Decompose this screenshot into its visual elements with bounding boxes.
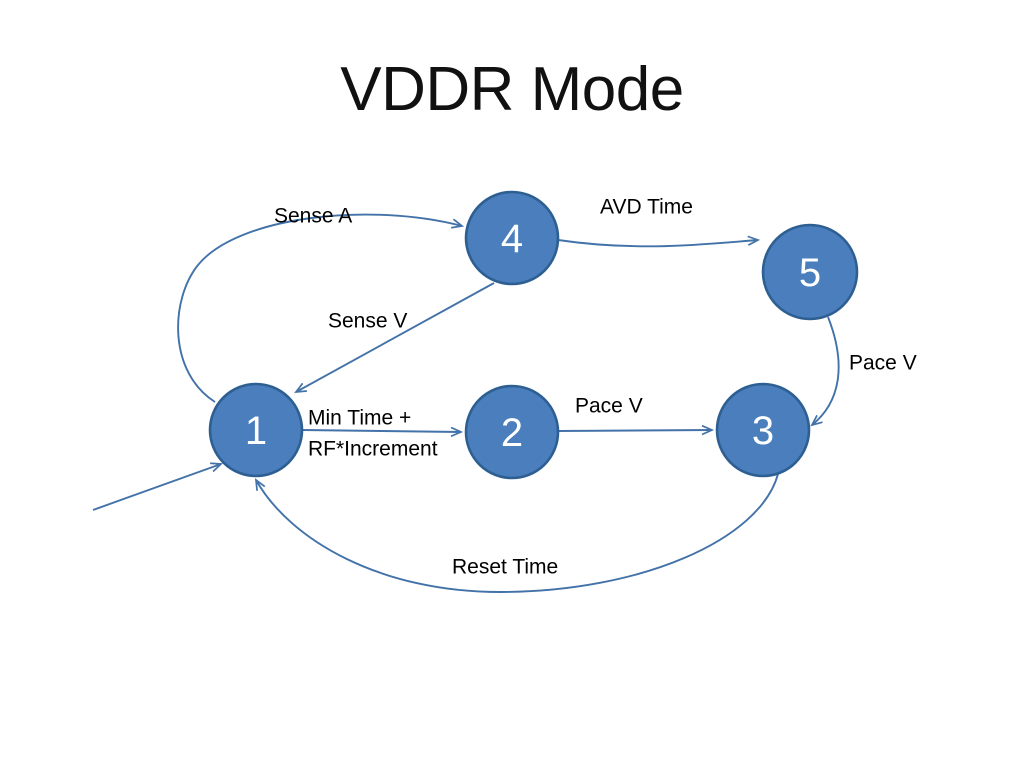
state-node-1[interactable]: 1 (208, 382, 304, 478)
edge-label-sense-a: Sense A (274, 205, 352, 228)
state-node-3-label: 3 (752, 409, 774, 453)
state-node-4[interactable]: 4 (464, 190, 560, 286)
state-node-1-circle[interactable] (208, 382, 304, 478)
edge-5-to-3-pace-v (812, 316, 840, 425)
edge-1-to-4-sense-a (177, 213, 462, 403)
edge-3-to-1-reset-time (256, 473, 779, 593)
state-node-2-label: 2 (501, 411, 523, 455)
edge-2-to-3-pace-v (557, 430, 712, 431)
edge-1-to-2-min-time (301, 430, 461, 432)
edge-label-sense-v: Sense V (328, 310, 407, 333)
state-node-5-label: 5 (799, 251, 821, 295)
edge-entry-to-1 (92, 464, 221, 511)
state-node-5-circle[interactable] (761, 223, 859, 321)
edge-4-to-5-avd-time (557, 240, 758, 248)
edge-4-to-1-sense-v (296, 282, 495, 392)
edge-label-avd-time: AVD Time (600, 196, 693, 219)
edge-label-pace-v-2-3: Pace V (575, 395, 643, 418)
state-node-2[interactable]: 2 (464, 384, 560, 480)
state-node-3[interactable]: 3 (715, 382, 811, 478)
edge-label-pace-v-5-3: Pace V (849, 352, 917, 375)
edge-label-min-time-line2: RF*Increment (308, 438, 438, 461)
page-title: VDDR Mode (340, 55, 684, 124)
state-node-4-circle[interactable] (464, 190, 560, 286)
state-node-1-label: 1 (245, 409, 267, 453)
state-node-2-circle[interactable] (464, 384, 560, 480)
edge-label-reset-time: Reset Time (452, 556, 558, 579)
state-node-5[interactable]: 5 (761, 223, 859, 321)
state-node-4-label: 4 (501, 217, 523, 261)
state-node-3-circle[interactable] (715, 382, 811, 478)
edge-label-min-time-line1: Min Time + (308, 407, 411, 430)
